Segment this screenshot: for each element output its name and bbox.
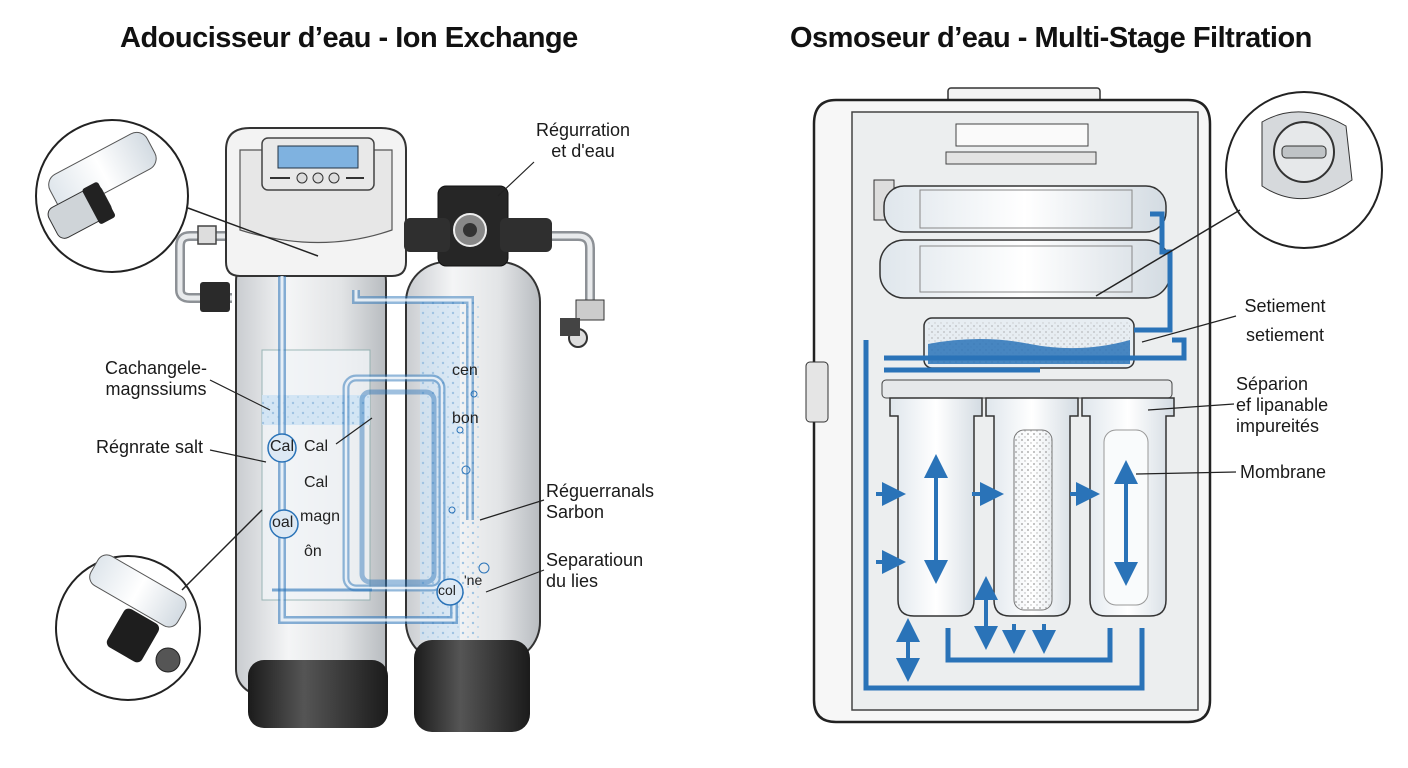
osmosis-leader-lines: [1135, 315, 1237, 475]
label-separatioun: Separatioun du lies: [546, 550, 644, 591]
inner-cal-bubble: Cal: [270, 438, 295, 455]
inner-bon: bon: [452, 410, 479, 427]
label-regeneration: Régurration et d'eau: [535, 120, 631, 161]
inner-cal-2: Cal: [304, 474, 329, 491]
inner-cal-1: Cal: [304, 438, 329, 455]
label-regnrate-salt: Régnrate salt: [96, 437, 204, 457]
label-reguerranals: Réguerranals Sarbon: [546, 481, 655, 522]
label-membrane: Mombrane: [1240, 462, 1327, 482]
osmosis-illustration: [805, 87, 1383, 724]
inner-ne: 'ne: [464, 572, 483, 588]
inner-cen: cen: [452, 362, 478, 379]
label-separion: Séparion ef lipanable impureités: [1236, 374, 1329, 436]
softener-leader-lines: [209, 161, 545, 593]
inner-magn: magn: [300, 508, 341, 525]
label-cachangele: Cachangele- magnssiums: [104, 358, 208, 399]
inner-col-bubble: col: [438, 582, 456, 598]
inner-oal-bubble: oal: [272, 514, 294, 531]
softener-illustration: [35, 119, 605, 732]
osmosis-title: Osmoseur d’eau - Multi-Stage Filtration: [790, 22, 1312, 54]
inner-on: ôn: [304, 543, 322, 560]
label-setiement: Setiement setiement: [1244, 296, 1326, 345]
softener-title: Adoucisseur d’eau - Ion Exchange: [120, 22, 578, 54]
